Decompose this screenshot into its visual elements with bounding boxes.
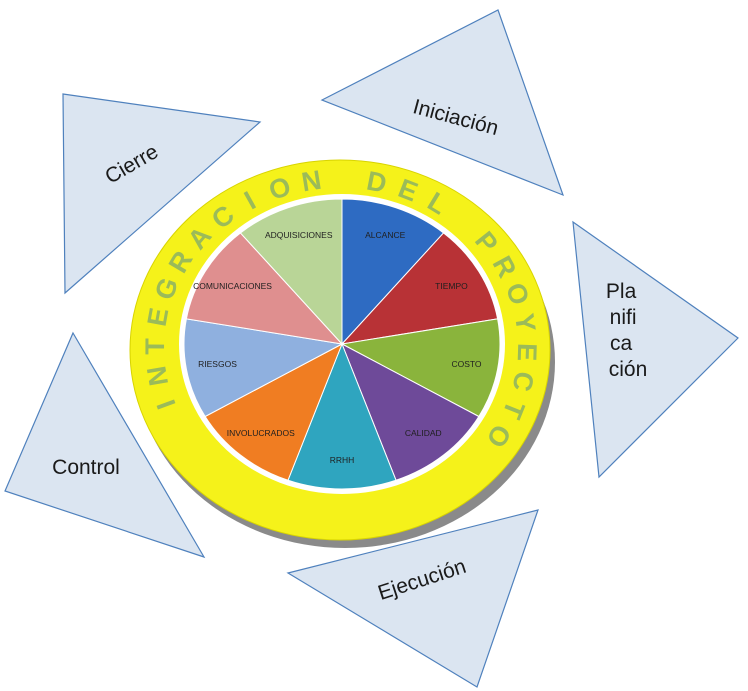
- pie-slice-calidad: [341, 342, 480, 481]
- ring-letter: E: [142, 306, 175, 329]
- pie-label-adquisiciones: ADQUISICIONES: [265, 230, 333, 240]
- phase-triangle: [572, 220, 739, 479]
- phase-cierre: Cierre: [62, 93, 262, 295]
- phase-triangle: [286, 509, 539, 688]
- pie-label-costo: COSTO: [451, 359, 481, 369]
- phase-iniciacion: Iniciación: [320, 9, 565, 197]
- pie-slice-rrhh: [287, 342, 397, 490]
- pie-label-alcance: ALCANCE: [365, 230, 405, 240]
- pie-label-rrhh: RRHH: [330, 455, 355, 465]
- phase-triangle: [320, 9, 565, 197]
- pie-slice-alcance: [341, 198, 445, 346]
- pie-slice-comunicaciones: [185, 232, 344, 345]
- pie-slice-costo: [340, 318, 501, 418]
- knowledge-areas-labels: ALCANCE TIEMPO COSTO CALIDAD RRHH INVOLUCRADO…: [193, 230, 482, 465]
- knowledge-areas-pie: [183, 198, 501, 490]
- phase-label: Pla nifi ca ción: [606, 280, 647, 381]
- pie-slice-tiempo: [340, 232, 499, 345]
- pie-slice-adquisiciones: [239, 198, 343, 346]
- phase-ejecucion: Ejecución: [286, 509, 539, 688]
- pie-slice-riesgos: [183, 318, 344, 418]
- phase-label: Control: [52, 456, 120, 479]
- phase-triangle: [62, 93, 262, 295]
- ring-letter: E: [512, 343, 543, 362]
- pie-label-tiempo: TIEMPO: [435, 281, 468, 291]
- phase-control: Control: [4, 331, 206, 559]
- ring-letter: T: [140, 338, 170, 355]
- pie-slice-involucrados: [204, 342, 343, 481]
- pie-label-involucrados: INVOLUCRADOS: [227, 428, 295, 438]
- phase-triangle: [4, 331, 206, 559]
- pie-label-riesgos: RIESGOS: [198, 359, 237, 369]
- pie-label-comunicaciones: COMUNICACIONES: [193, 281, 272, 291]
- ring-letter: N: [299, 165, 323, 198]
- pie-label-calidad: CALIDAD: [405, 428, 442, 438]
- phase-planificacion: Pla nifi ca ción: [572, 220, 739, 479]
- ring-letter: Y: [509, 312, 541, 334]
